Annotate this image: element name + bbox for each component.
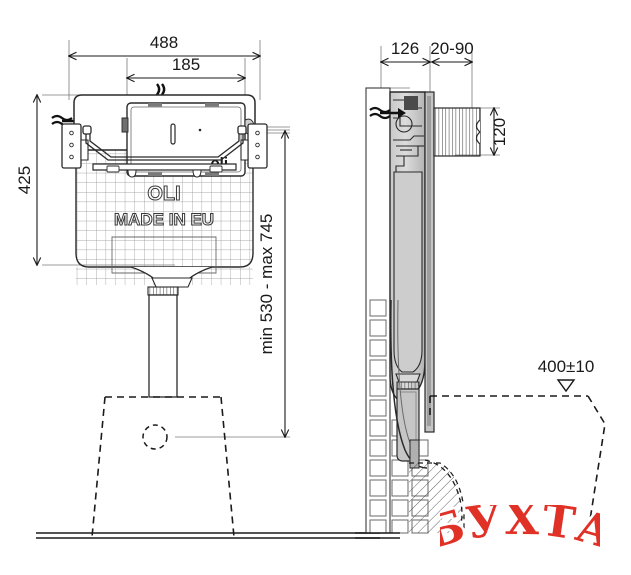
outlet-funnel (130, 266, 213, 288)
front-view: 488 185 425 min 530 - max 745 (15, 33, 380, 539)
side-view: 126 20-90 120 (355, 39, 606, 539)
flush-pipe-front (147, 286, 179, 398)
water-inlet-arrow-icon-side (369, 106, 406, 120)
cistern-top-cover: oli (73, 94, 290, 177)
dimension-120-label: 120 (490, 118, 509, 146)
dimension-20-90-label: 20-90 (430, 39, 473, 58)
dimension-install-height-label: min 530 - max 745 (257, 214, 276, 355)
toilet-outline-side (429, 395, 606, 521)
mounting-bracket-left (61, 123, 89, 169)
floor-line-side (355, 532, 400, 539)
dimension-120: 120 (490, 108, 509, 155)
dimension-126: 126 (381, 39, 430, 62)
floor-line-front (36, 532, 380, 539)
floor-reference-marker: 400±10 (538, 357, 595, 393)
svg-text:БУХТА: БУХТА (440, 505, 600, 560)
watermark-text: БУХТА (440, 505, 600, 560)
origin-label: MADE IN EU (114, 210, 214, 229)
toilet-outline-front (91, 396, 235, 538)
level-triangle-icon (556, 379, 576, 393)
dimension-185-label: 185 (172, 55, 200, 74)
toilet-outlet-circle (142, 424, 168, 450)
watermark-buhta: БУХТА БУХТА (440, 505, 600, 562)
mounting-bracket-right (240, 123, 268, 169)
dimension-488: 488 (69, 33, 260, 56)
wall-tiles (365, 87, 429, 534)
lower-rail (92, 163, 237, 178)
bowl-curve-outline (424, 459, 463, 537)
dimension-install-height: min 530 - max 745 (257, 131, 285, 437)
dimension-400-label: 400±10 (538, 357, 595, 376)
inner-chamber-outline (111, 236, 217, 274)
mortar-hatch (409, 462, 465, 533)
dimension-425: 425 (15, 95, 37, 265)
outlet-sleeve (433, 107, 481, 157)
dimension-425-label: 425 (15, 166, 34, 194)
brand-label: OLI (147, 183, 180, 205)
dimension-20-90: 20-90 (430, 39, 474, 62)
dimension-126-label: 126 (391, 39, 419, 58)
dimension-185: 185 (127, 55, 245, 78)
dimension-488-label: 488 (150, 33, 178, 52)
support-rails (82, 125, 247, 161)
